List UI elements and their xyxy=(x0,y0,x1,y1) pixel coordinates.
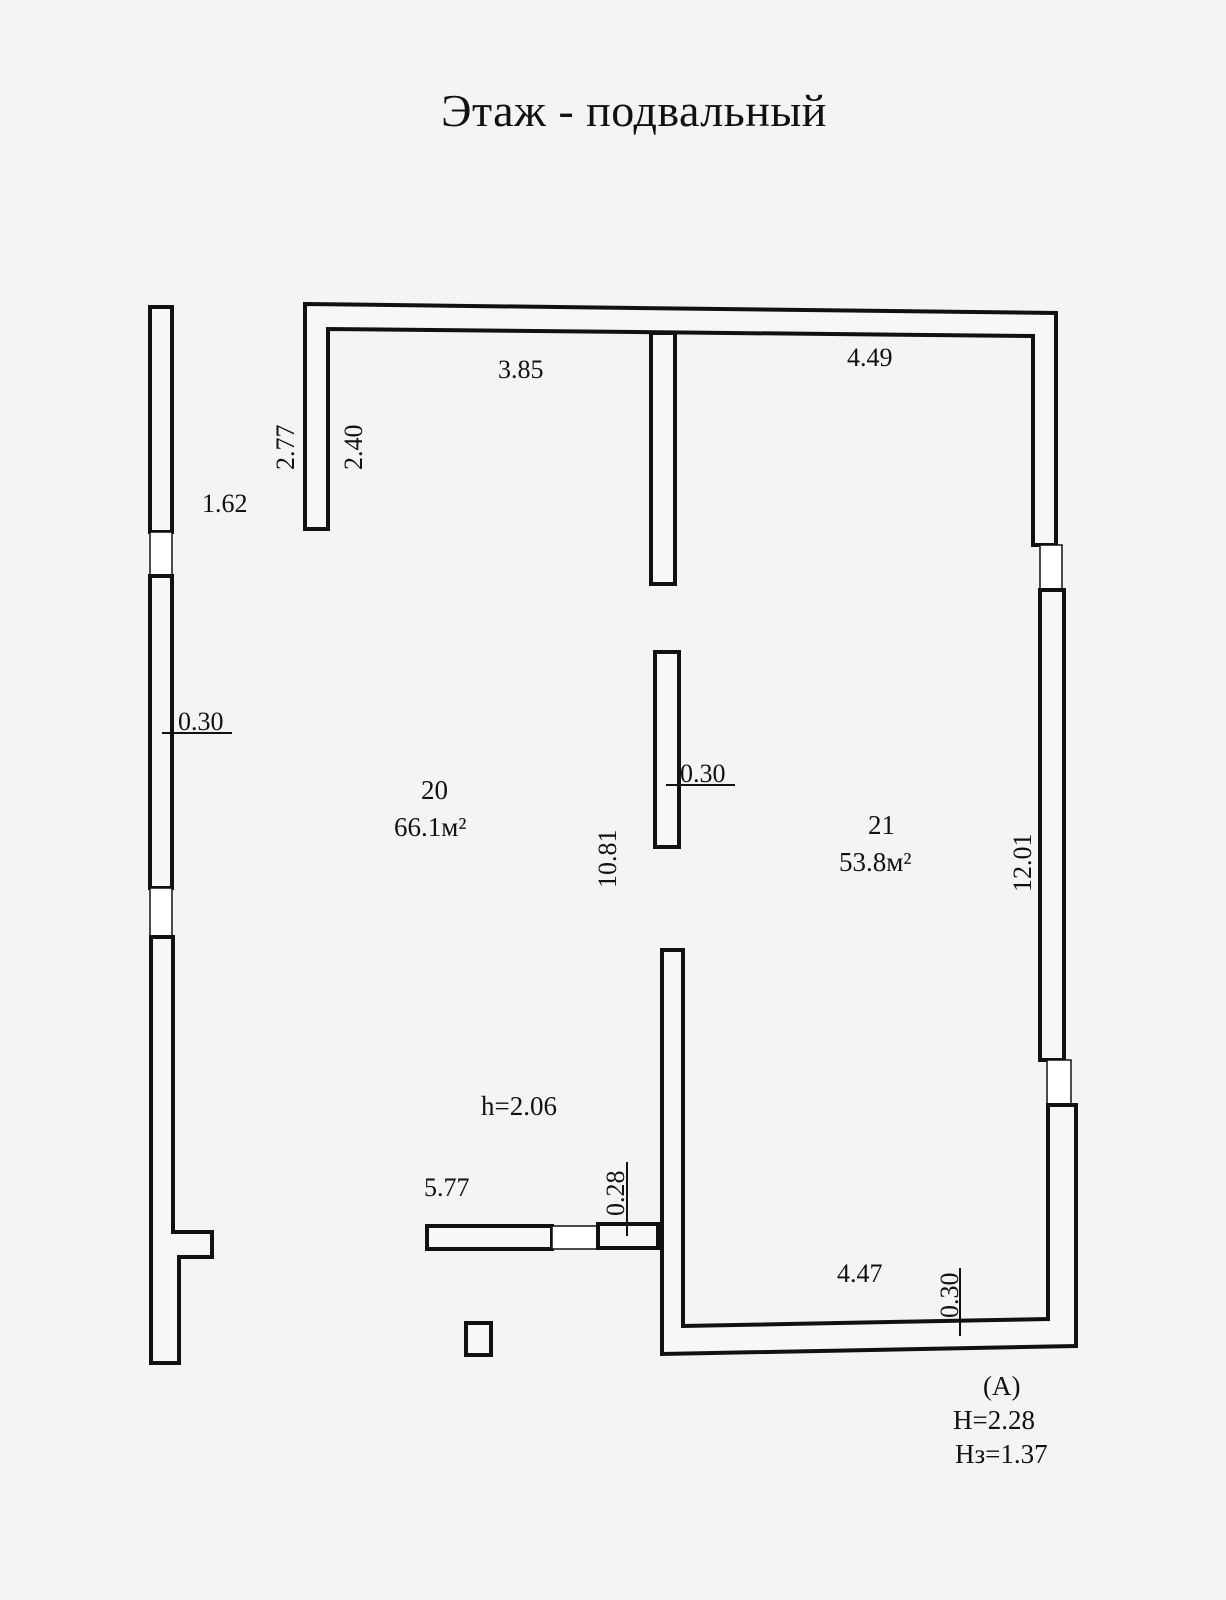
dim-left-thickness: 0.30 xyxy=(178,707,224,736)
page-title: Этаж - подвальный xyxy=(441,85,827,136)
left-wall-upper xyxy=(148,305,174,534)
dim-top-right: 4.49 xyxy=(847,343,893,372)
left-wall-lower xyxy=(149,935,214,1365)
legend-label: (А) xyxy=(983,1371,1020,1401)
dim-entrance: 1.62 xyxy=(202,489,248,518)
dim-top-left: 3.85 xyxy=(498,355,544,384)
dim-room20-length: 10.81 xyxy=(593,830,622,889)
dim-bottom-left: 5.77 xyxy=(424,1173,470,1202)
center-wall-middle xyxy=(653,650,681,849)
dim-room21-length: 12.01 xyxy=(1008,834,1037,893)
room21-number: 21 xyxy=(868,810,895,840)
left-wall-window xyxy=(149,531,173,577)
dim-center-thickness: 0.30 xyxy=(680,759,726,788)
dim-left-stub-inner: 2.40 xyxy=(339,425,368,471)
column xyxy=(464,1321,493,1357)
dim-left-stub-outer: 2.77 xyxy=(271,425,300,471)
legend-height: Н=2.28 xyxy=(953,1405,1035,1435)
legend-height-ground: Нз=1.37 xyxy=(955,1439,1048,1469)
bottom-right-wall xyxy=(660,948,1078,1357)
room21-area: 53.8м² xyxy=(839,847,911,877)
right-wall-window-2 xyxy=(1046,1059,1072,1106)
dim-bottom-right-thickness: 0.30 xyxy=(935,1273,964,1319)
room20-height: h=2.06 xyxy=(481,1091,557,1121)
dim-bottom-right: 4.47 xyxy=(837,1259,883,1288)
center-wall-upper xyxy=(649,331,677,586)
bottom-partition-door xyxy=(551,1225,599,1250)
top-wall xyxy=(303,301,1058,547)
bottom-partition-left xyxy=(425,1224,554,1251)
right-wall-middle xyxy=(1038,588,1066,1062)
left-wall-window-2 xyxy=(149,887,173,937)
right-wall-window xyxy=(1039,544,1063,591)
room20-area: 66.1м² xyxy=(394,812,466,842)
dim-bottom-left-thickness: 0.28 xyxy=(601,1171,630,1217)
room20-number: 20 xyxy=(421,775,448,805)
